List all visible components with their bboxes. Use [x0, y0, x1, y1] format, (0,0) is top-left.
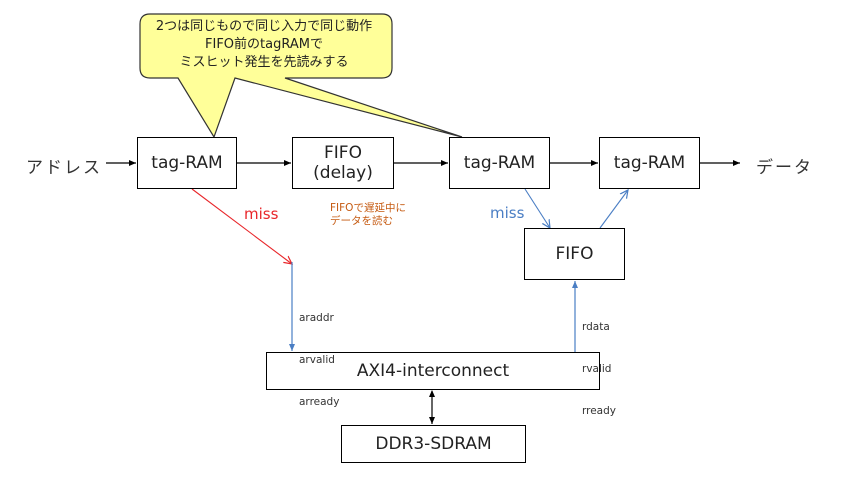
- fifo-delay-block: FIFO (delay): [292, 137, 394, 189]
- fifo-note-line-2: データを読む: [330, 215, 393, 227]
- arrow-miss-blue: [524, 188, 550, 228]
- callout-line-1: 2つは同じもので同じ入力で同じ動作: [155, 19, 373, 34]
- output-label-data: データ: [756, 158, 813, 178]
- signal-rdata: rdata: [582, 321, 610, 333]
- callout-line-2: FIFO前のtagRAMで: [205, 37, 323, 52]
- callout-text: 2つは同じもので同じ入力で同じ動作 FIFO前のtagRAMで ミスヒット発生を…: [135, 18, 393, 72]
- signal-arready: arready: [299, 396, 340, 408]
- miss-label-blue: miss: [490, 204, 525, 222]
- fifo-block: FIFO: [524, 228, 625, 280]
- read-address-signals: araddr arvalid arready: [299, 283, 339, 423]
- axi4-interconnect-label: AXI4-interconnect: [356, 361, 510, 381]
- signal-rready: rready: [582, 405, 616, 417]
- tag-ram-3-label: tag-RAM: [613, 153, 686, 173]
- fifo-note-line-1: FIFOで遅延中に: [330, 202, 406, 214]
- axi4-interconnect-block: AXI4-interconnect: [266, 352, 600, 390]
- read-data-signals: rdata rvalid rready: [582, 292, 616, 432]
- signal-araddr: araddr: [299, 312, 334, 324]
- tag-ram-block-3: tag-RAM: [599, 137, 700, 189]
- ddr3-sdram-label: DDR3-SDRAM: [375, 434, 492, 454]
- tag-ram-block-1: tag-RAM: [137, 137, 237, 189]
- arrow-fifo-to-tagram3: [599, 190, 628, 229]
- input-label-address: アドレス: [26, 158, 102, 178]
- fifo-note: FIFOで遅延中に データを読む: [330, 202, 406, 228]
- tag-ram-block-2: tag-RAM: [449, 137, 550, 189]
- fifo-label: FIFO: [555, 244, 594, 264]
- fifo-delay-label-1: FIFO: [324, 143, 362, 163]
- arrow-miss-red: [191, 188, 292, 264]
- tag-ram-2-label: tag-RAM: [463, 153, 536, 173]
- miss-label-red: miss: [244, 205, 279, 223]
- tag-ram-1-label: tag-RAM: [151, 153, 223, 173]
- callout-line-3: ミスヒット発生を先読みする: [179, 55, 349, 70]
- fifo-delay-label-2: (delay): [313, 163, 373, 183]
- ddr3-sdram-block: DDR3-SDRAM: [341, 425, 526, 463]
- signal-rvalid: rvalid: [582, 363, 612, 375]
- signal-arvalid: arvalid: [299, 354, 335, 366]
- callout-balloon: [139, 13, 463, 139]
